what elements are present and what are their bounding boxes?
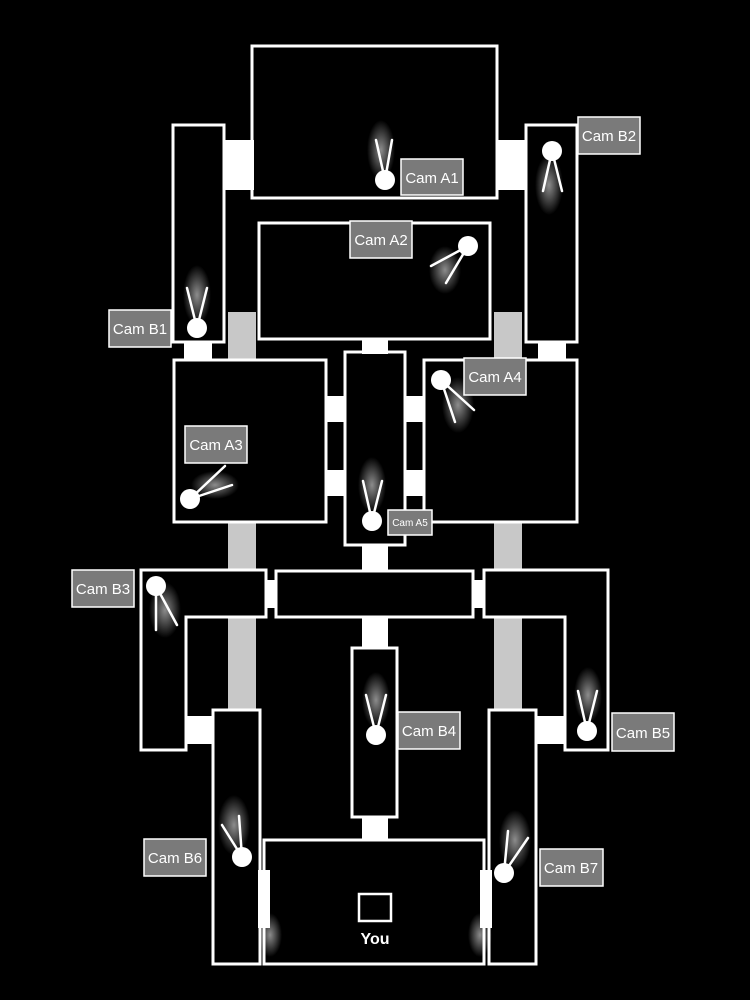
camera-b7-button[interactable]: Cam B7 xyxy=(539,848,604,887)
camera-b2-button[interactable]: Cam B2 xyxy=(577,116,641,155)
camera-a3-button[interactable]: Cam A3 xyxy=(184,425,248,464)
camera-a2-button[interactable]: Cam A2 xyxy=(349,220,413,259)
door-a1-b1 xyxy=(224,140,254,190)
door-b5-b7 xyxy=(536,716,565,744)
door-b3-center xyxy=(266,580,277,608)
svg-text:Cam A4: Cam A4 xyxy=(468,369,521,386)
camera-b3-button[interactable]: Cam B3 xyxy=(71,569,135,608)
room-center-hall xyxy=(274,569,475,619)
camera-b2-icon xyxy=(535,141,564,215)
door-a5-a4-lower xyxy=(404,470,424,496)
door-a2-a5 xyxy=(362,338,388,354)
door-b1-a3 xyxy=(184,342,212,360)
door-b2-a4 xyxy=(538,342,566,360)
door-a5-a4-upper xyxy=(404,396,424,422)
player-icon xyxy=(357,892,393,923)
camera-b5-button[interactable]: Cam B5 xyxy=(611,712,675,752)
svg-text:Cam B2: Cam B2 xyxy=(582,128,636,145)
office-left-door xyxy=(258,870,270,928)
svg-text:Cam B5: Cam B5 xyxy=(616,725,670,742)
camera-a1-icon xyxy=(367,120,395,190)
door-a3-a5-upper xyxy=(326,396,346,422)
camera-a2-icon xyxy=(429,236,478,294)
camera-a4-button[interactable]: Cam A4 xyxy=(463,357,527,396)
door-a1-b2 xyxy=(497,140,527,190)
camera-b1-button[interactable]: Cam B1 xyxy=(108,309,172,348)
svg-text:Cam B4: Cam B4 xyxy=(402,723,456,740)
svg-text:Cam B1: Cam B1 xyxy=(113,321,167,338)
office-right-door xyxy=(480,870,492,928)
camera-b6-button[interactable]: Cam B6 xyxy=(143,838,207,877)
svg-text:Cam A5: Cam A5 xyxy=(392,518,428,529)
svg-text:Cam A2: Cam A2 xyxy=(354,232,407,249)
svg-text:Cam B3: Cam B3 xyxy=(76,581,130,598)
door-b4-office xyxy=(362,817,388,841)
camera-a5-button[interactable]: Cam A5 xyxy=(387,509,433,536)
door-center-b5 xyxy=(473,580,484,608)
camera-a1-button[interactable]: Cam A1 xyxy=(400,158,464,196)
camera-b3-icon xyxy=(146,576,181,638)
camera-b6-icon xyxy=(218,795,282,957)
door-center-b4 xyxy=(362,617,388,649)
camera-b1-icon xyxy=(183,265,211,338)
svg-text:Cam A3: Cam A3 xyxy=(189,437,242,454)
svg-text:Cam A1: Cam A1 xyxy=(405,170,458,187)
camera-a3-icon xyxy=(180,464,239,509)
door-b3-b6 xyxy=(186,716,214,744)
player-label: You xyxy=(360,931,389,948)
door-a5-center xyxy=(362,545,388,572)
svg-text:Cam B6: Cam B6 xyxy=(148,850,202,867)
camera-b7-icon xyxy=(468,810,531,957)
door-a3-a5-lower xyxy=(326,470,346,496)
camera-b4-button[interactable]: Cam B4 xyxy=(397,711,461,750)
camera-a5-icon xyxy=(358,457,386,531)
camera-b5-icon xyxy=(574,667,602,741)
camera-b4-icon xyxy=(362,672,390,745)
svg-text:Cam B7: Cam B7 xyxy=(544,860,598,877)
